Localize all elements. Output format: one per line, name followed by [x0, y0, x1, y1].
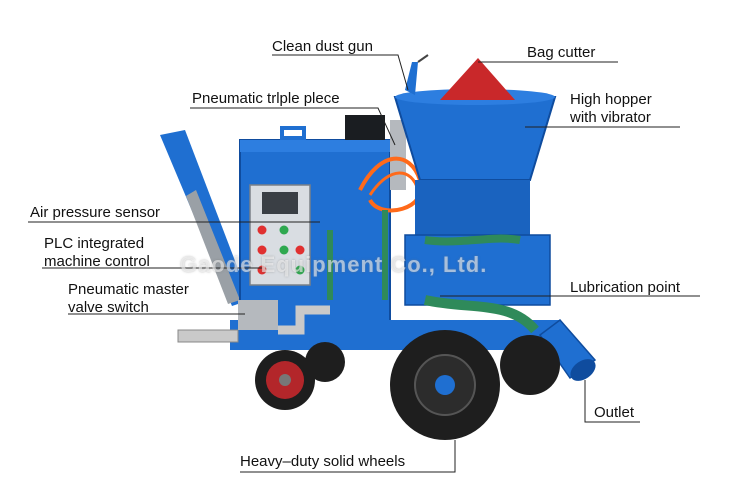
- label-plc-line2: machine control: [44, 253, 150, 270]
- label-lubrication-point: Lubrication point: [570, 279, 681, 296]
- small-front-wheel: [255, 350, 315, 410]
- hoses: [327, 210, 539, 334]
- bag-cutter-cone: [440, 58, 515, 100]
- label-plc-line1: PLC integrated: [44, 235, 145, 252]
- large-wheel-left: [390, 330, 500, 440]
- air-inlet-pipe: [177, 300, 330, 343]
- label-air-pressure-sensor: Air pressure sensor: [30, 204, 161, 221]
- watermark: Gaode Equipment Co., Ltd.: [180, 252, 488, 277]
- label-heavy-duty-wheels: Heavy–duty solid wheels: [240, 453, 406, 470]
- outlet-pipe: [538, 318, 597, 381]
- tow-handle: [160, 130, 250, 306]
- label-pneumatic-master-line1: Pneumatic master: [68, 281, 189, 298]
- callout-lines: [28, 54, 700, 473]
- label-pneumatic-triple-piece: Pneumatic trlple plece: [192, 90, 340, 107]
- hopper-assembly: [393, 89, 557, 306]
- label-bag-cutter: Bag cutter: [527, 44, 596, 61]
- small-rear-wheel: [305, 342, 345, 382]
- dust-gun: [405, 62, 418, 95]
- label-clean-dust-gun: Clean dust gun: [272, 38, 373, 55]
- label-outlet: Outlet: [594, 404, 635, 421]
- label-pneumatic-master-line2: valve switch: [68, 299, 149, 316]
- label-high-hopper-line1: High hopper: [570, 91, 652, 108]
- label-high-hopper-line2: with vibrator: [570, 109, 651, 126]
- chassis-frame: [230, 320, 560, 350]
- large-wheel-right: [500, 335, 560, 395]
